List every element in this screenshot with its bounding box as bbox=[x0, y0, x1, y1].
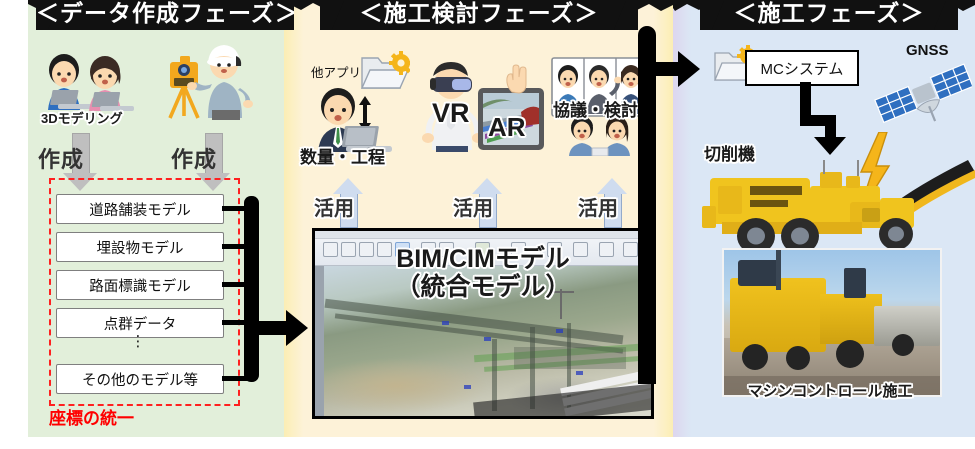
bimcim-label-line2: （統合モデル） bbox=[395, 273, 571, 301]
mc-system-box[interactable]: MCシステム bbox=[745, 50, 859, 86]
connector-line-2 bbox=[222, 244, 252, 249]
bimcim-label-line1: BIM/CIMモデル bbox=[396, 245, 570, 273]
label-gnss: GNSS bbox=[906, 42, 949, 59]
arrow-to-construction-phase bbox=[638, 26, 700, 384]
ar-tablet-icon bbox=[478, 88, 544, 150]
model-box-point-cloud[interactable]: 点群データ bbox=[56, 308, 224, 338]
people-laptop-icon bbox=[48, 54, 134, 111]
label-ar: AR bbox=[488, 112, 526, 142]
photo-caption-machine-control: マシンコントロール施工 bbox=[747, 383, 913, 400]
use-arrow-1-label: 活用 bbox=[314, 198, 354, 220]
use-arrow-3-label: 活用 bbox=[578, 198, 618, 220]
pointing-hand-icon bbox=[506, 64, 527, 94]
phase-title-left: ＜データ作成フェーズ＞ bbox=[36, 0, 294, 26]
connector-line-4 bbox=[222, 320, 252, 325]
connector-bus-vertical bbox=[244, 196, 259, 382]
label-vr: VR bbox=[432, 98, 470, 128]
label-3d-modeling: 3Dモデリング bbox=[41, 111, 123, 126]
use-arrow-2-label: 活用 bbox=[453, 198, 493, 220]
folder-gear-icon bbox=[360, 51, 410, 89]
gnss-satellite-icon bbox=[874, 63, 972, 124]
cad-ribbon-toolbar[interactable] bbox=[315, 231, 651, 266]
label-meeting-review: 協議・検討 bbox=[553, 101, 638, 120]
label-other-app: 他アプリ bbox=[311, 66, 362, 80]
coordinate-unification-note: 座標の統一 bbox=[49, 409, 134, 428]
construction-site-photo bbox=[722, 248, 942, 397]
coordinate-unified-group bbox=[49, 178, 240, 406]
connector-line-5 bbox=[222, 376, 252, 381]
cad-viewport-point-cloud bbox=[324, 265, 651, 416]
model-box-road-marking[interactable]: 路面標識モデル bbox=[56, 270, 224, 300]
cad-titlebar bbox=[315, 231, 651, 239]
bidirectional-arrow-icon bbox=[359, 96, 371, 132]
person-laptop-icon bbox=[318, 88, 392, 152]
cad-software-screenshot[interactable]: BIM/CIMモデル （統合モデル） bbox=[312, 228, 654, 419]
cad-left-toolbar[interactable] bbox=[315, 265, 324, 416]
connector-line-1 bbox=[222, 206, 252, 211]
model-box-buried-object[interactable]: 埋設物モデル bbox=[56, 232, 224, 262]
phase-header-right: ＜施工フェーズ＞ bbox=[700, 0, 958, 30]
model-box-road-pavement[interactable]: 道路舗装モデル bbox=[56, 194, 224, 224]
label-quantity-schedule: 数量・工程 bbox=[300, 148, 385, 167]
surveyor-total-station-icon bbox=[168, 45, 253, 120]
bimcim-model-label: BIM/CIMモデル （統合モデル） bbox=[315, 245, 651, 301]
vr-headset-person-icon bbox=[422, 62, 484, 152]
video-conference-icon bbox=[551, 57, 647, 156]
connector-line-3 bbox=[222, 282, 252, 287]
road-milling-machine-icon bbox=[702, 160, 975, 254]
create-arrow-1-label: 作成 bbox=[38, 147, 85, 172]
phase-title-mid: ＜施工検討フェーズ＞ bbox=[359, 0, 599, 26]
phase-header-left: ＜データ作成フェーズ＞ bbox=[36, 0, 294, 30]
phase-header-mid: ＜施工検討フェーズ＞ bbox=[320, 0, 638, 30]
create-arrow-2-label: 作成 bbox=[171, 147, 218, 172]
model-box-other-models[interactable]: その他のモデル等 bbox=[56, 364, 224, 394]
phase-title-right: ＜施工フェーズ＞ bbox=[733, 0, 925, 26]
label-milling-machine: 切削機 bbox=[704, 145, 755, 164]
model-list-ellipsis: ⋮ bbox=[130, 333, 148, 350]
